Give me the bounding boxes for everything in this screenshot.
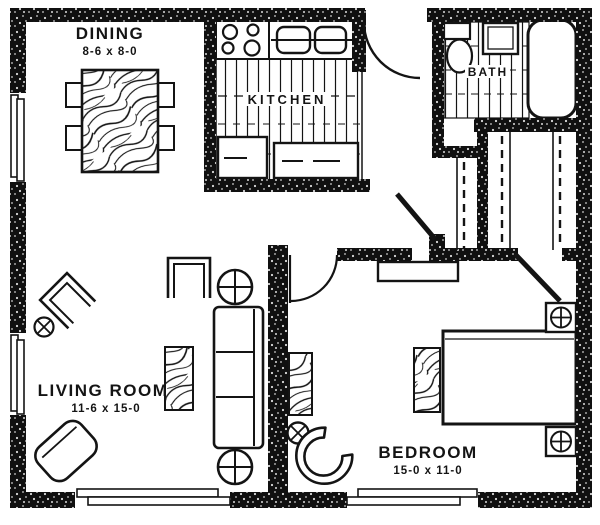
toilet: [442, 21, 474, 74]
burner: [221, 41, 235, 55]
coffee-table: [164, 346, 194, 411]
armchair-top: [166, 256, 212, 298]
dining-chair: [156, 125, 175, 151]
dining-label: DINING: [76, 24, 145, 43]
round-table-bottom: [216, 448, 254, 486]
nightstand-bottom: [544, 425, 578, 458]
burner: [243, 39, 261, 57]
bedroom-furniture: [286, 260, 578, 485]
bath-fixtures: [442, 18, 578, 120]
dining-window: [10, 93, 26, 182]
kitchen-counter: [272, 141, 360, 180]
tub-chair: [295, 426, 354, 485]
sofa: [212, 305, 265, 450]
kitchen-label: KITCHEN: [248, 92, 327, 107]
living-window-bottom: [75, 488, 231, 508]
interior-walls: [204, 10, 576, 494]
living-room-label: LIVING ROOM: [38, 381, 169, 400]
bathtub: [526, 18, 578, 120]
living-room-furniture: [33, 256, 265, 486]
kitchen-right-wall: [352, 10, 366, 72]
bottom-wall-b: [230, 492, 347, 508]
hall-door-hinge-block: [429, 234, 445, 261]
left-wall-c: [10, 415, 26, 497]
burner: [246, 23, 260, 37]
bath-sink: [481, 21, 520, 56]
kitchen-sink: [268, 19, 354, 60]
bottom-wall-a: [10, 492, 75, 508]
room-labels: DINING 8-6 x 8-0 KITCHEN BATH LIVING ROO…: [38, 24, 510, 477]
left-wall-a: [10, 8, 26, 93]
left-wall-b: [10, 182, 26, 333]
dining-room: [65, 68, 175, 174]
outer-walls: [10, 8, 592, 508]
closet-top-stub: [444, 146, 478, 158]
top-wall-left: [10, 8, 365, 22]
chest-west-wall: [288, 352, 313, 416]
kitchen-label-halo: [243, 92, 331, 106]
bedroom-label: BEDROOM: [378, 443, 477, 462]
living-window-left: [10, 333, 26, 415]
bed: [441, 329, 578, 426]
living-bedroom-wall: [268, 245, 288, 494]
living-room-dims: 11-6 x 15-0: [71, 403, 140, 415]
dresser-top: [376, 260, 460, 283]
windows: [10, 93, 478, 508]
hall-door-leaf: [395, 192, 437, 241]
kitchen-cabinet: [216, 135, 269, 180]
bedroom-door-swing-arc: [290, 254, 339, 303]
kitchen-bottom-wall: [204, 179, 370, 192]
closet-door-leaf: [513, 252, 562, 303]
bedroom-dims: 15-0 x 11-0: [393, 465, 462, 477]
nightstand-top: [544, 301, 578, 334]
dining-dims: 8-6 x 8-0: [82, 46, 137, 58]
dining-table: [80, 68, 160, 174]
closet-divider-wall: [477, 130, 488, 255]
dining-chair: [156, 82, 175, 108]
dining-chair: [65, 125, 84, 151]
top-wall-right: [427, 8, 592, 22]
dresser-side: [413, 347, 441, 413]
stove: [215, 19, 270, 60]
bath-label-halo: [465, 65, 510, 78]
right-wall: [576, 8, 592, 508]
lounge-chair-lower-left: [34, 419, 98, 483]
floor-lamp-living: [33, 316, 55, 338]
bath-bottom-wall-b: [474, 118, 576, 132]
bedroom-window-bottom: [346, 488, 478, 508]
bedroom-top-wall-a: [337, 248, 412, 261]
armchair-upper-left: [38, 271, 97, 330]
kitchen-left-wall: [204, 10, 216, 186]
kitchen-fixtures: [215, 19, 360, 180]
doors-and-closets: [288, 21, 562, 303]
burner: [221, 23, 239, 41]
bedroom-top-wall-b: [443, 248, 511, 261]
bedroom-top-wall-c: [562, 248, 576, 261]
bottom-wall-c: [478, 492, 592, 508]
dining-chair: [65, 82, 84, 108]
bath-bottom-wall-a: [432, 118, 444, 132]
bath-label: BATH: [468, 65, 508, 79]
bath-left-wall: [432, 10, 444, 158]
entry-door-swing-arc: [362, 21, 421, 80]
round-table-top: [216, 268, 254, 306]
